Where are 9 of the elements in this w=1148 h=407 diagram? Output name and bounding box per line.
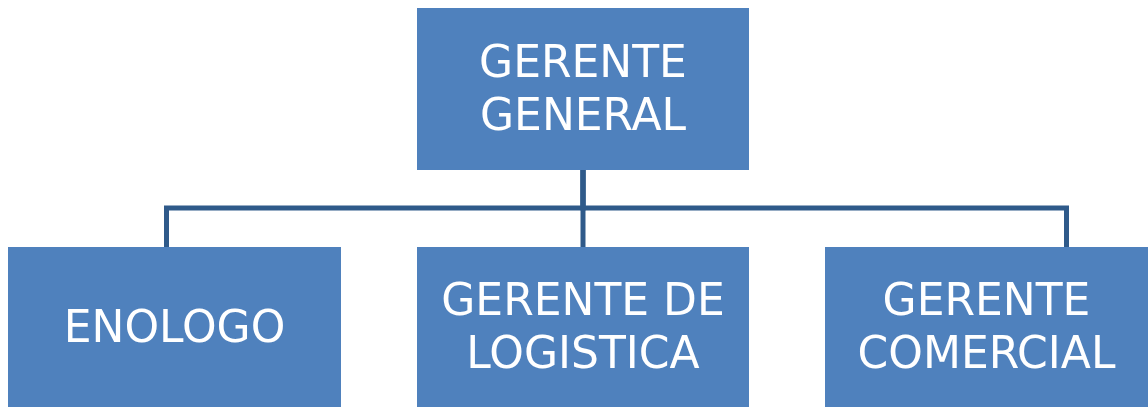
role-title: GERENTE COMERCIAL: [856, 274, 1117, 380]
org-box: [825, 247, 1148, 407]
connector-line: [580, 170, 1069, 247]
org-box: [8, 247, 341, 407]
role-title: ENOLOGO: [63, 300, 286, 354]
role-title: GERENTE DE LOGISTICA: [440, 274, 726, 380]
org-box: [417, 247, 749, 407]
org-box: [417, 8, 749, 170]
role-title: GERENTE GENERAL: [478, 36, 688, 142]
